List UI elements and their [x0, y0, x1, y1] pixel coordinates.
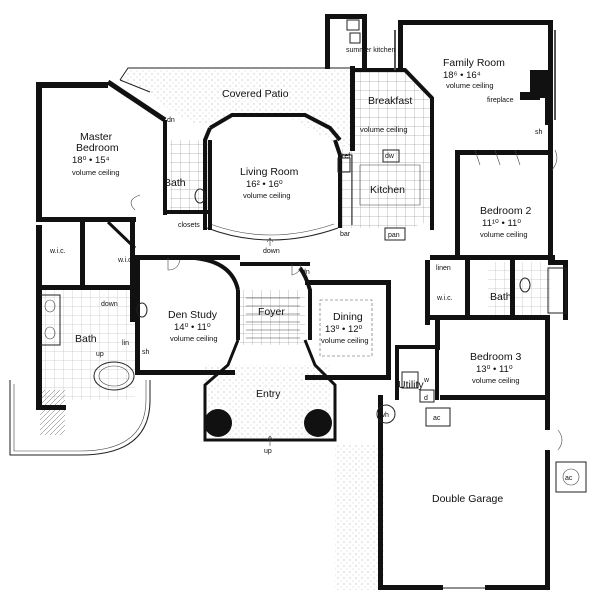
linen-label: linen [436, 265, 451, 272]
ac-top-label: ac [433, 415, 441, 422]
wic-3-label: w.i.c. [436, 295, 453, 302]
ac-garage-label: ac [565, 475, 573, 482]
bath2-label: Bath [490, 291, 512, 303]
floor-textures [40, 68, 550, 590]
summer-kitchen-label: summer kitchen [346, 47, 396, 54]
annotations: dn dn down down up up w.i.c. w.i.c. w.i.… [49, 117, 573, 482]
dining-dims: 13⁰ • 12⁰ [325, 324, 363, 335]
d-label: d [424, 395, 428, 402]
bedroom3-dims: 13⁰ • 11⁰ [476, 364, 513, 375]
bedroom2-dims: 11¹⁰ • 11⁰ [482, 218, 521, 229]
family-room-label: Family Room [443, 57, 505, 69]
living-room-dims: 16² • 16⁰ [246, 179, 283, 190]
down-living-arrow [266, 237, 274, 246]
breakfast-note: volume ceiling [360, 125, 408, 134]
foyer-label: Foyer [258, 306, 285, 318]
master-bedroom-note: volume ceiling [72, 168, 120, 177]
sh-master-label: sh [142, 349, 150, 356]
wh-label: wh [379, 412, 389, 419]
bar-label: bar [340, 231, 351, 238]
dining-note: volume ceiling [321, 336, 369, 345]
living-room-label: Living Room [240, 166, 299, 178]
master-bath-small-label: Bath [164, 177, 186, 189]
w-label: w [423, 377, 430, 384]
master-bedroom-label-1: Master [80, 131, 113, 143]
lin-label: lin [122, 340, 129, 347]
utility-label: Utility [398, 379, 424, 391]
kitchen-label: Kitchen [370, 184, 405, 196]
family-room-note: volume ceiling [446, 81, 494, 90]
up-entry-label: up [264, 448, 272, 455]
down-living-label: down [263, 248, 280, 255]
sh-family-label: sh [535, 129, 543, 136]
up-bath-label: up [96, 351, 104, 358]
dining-label: Dining [333, 311, 363, 323]
bedroom3-note: volume ceiling [472, 376, 520, 385]
master-bath-label: Bath [75, 333, 97, 345]
fireplace-label: fireplace [487, 97, 514, 104]
dn-patio-label: dn [167, 117, 175, 124]
room-labels: Covered Patio summer kitchen Family Room… [72, 47, 532, 505]
wic-1-label: w.i.c. [49, 248, 66, 255]
entry-label: Entry [256, 388, 281, 400]
living-room-note: volume ceiling [243, 191, 291, 200]
ref-label: ref [342, 153, 350, 160]
fixtures [40, 19, 587, 493]
den-study-note: volume ceiling [170, 334, 218, 343]
dn-foyer-label: dn [302, 269, 310, 276]
bedroom3-label: Bedroom 3 [470, 351, 522, 363]
wic-2-label: w.i.c. [117, 257, 134, 264]
pan-label: pan [388, 232, 400, 239]
master-bedroom-dims: 18⁰ • 15⁴ [72, 155, 110, 166]
double-garage-label: Double Garage [432, 493, 503, 505]
down-wic-label: down [101, 301, 118, 308]
den-study-label: Den Study [168, 309, 218, 321]
up-entry-arrow [266, 435, 274, 446]
breakfast-label: Breakfast [368, 95, 412, 107]
dw-label: dw [385, 153, 395, 160]
closets-label: closets [178, 222, 200, 229]
family-room-dims: 18⁶ • 16⁴ [443, 70, 481, 81]
covered-patio-label: Covered Patio [222, 88, 289, 100]
bedroom2-note: volume ceiling [480, 230, 528, 239]
den-study-dims: 14⁰ • 11⁰ [174, 322, 211, 333]
walls [9, 14, 568, 590]
master-bedroom-label-2: Bedroom [76, 142, 119, 154]
bedroom2-label: Bedroom 2 [480, 205, 532, 217]
